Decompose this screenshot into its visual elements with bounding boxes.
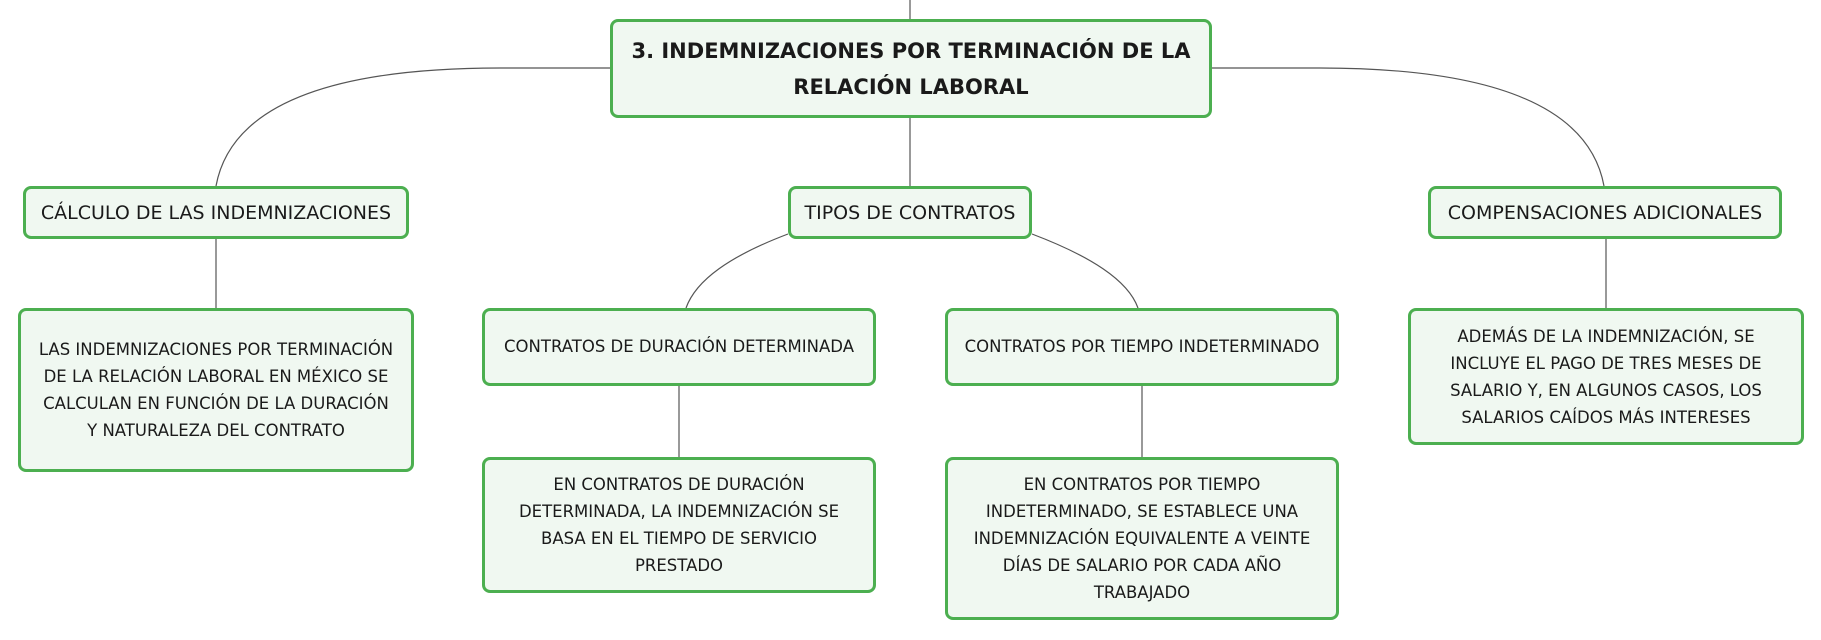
node-indeterminado-detail-text: EN CONTRATOS POR TIEMPO INDETERMINADO, S… bbox=[973, 475, 1311, 602]
node-compensaciones-detail-text: ADEMÁS DE LA INDEMNIZACIÓN, SE INCLUYE E… bbox=[1450, 326, 1762, 427]
node-determinada-label: CONTRATOS DE DURACIÓN DETERMINADA bbox=[504, 337, 854, 356]
node-indeterminado-detail[interactable]: EN CONTRATOS POR TIEMPO INDETERMINADO, S… bbox=[945, 457, 1339, 620]
node-indeterminado[interactable]: CONTRATOS POR TIEMPO INDETERMINADO bbox=[945, 308, 1339, 386]
node-compensaciones-label: COMPENSACIONES ADICIONALES bbox=[1447, 201, 1763, 224]
root-node[interactable]: 3. INDEMNIZACIONES POR TERMINACIÓN DE LA… bbox=[610, 19, 1212, 118]
node-indeterminado-label: CONTRATOS POR TIEMPO INDETERMINADO bbox=[964, 337, 1320, 356]
connector-root-to-compensaciones bbox=[1212, 67, 1605, 187]
node-calculo[interactable]: CÁLCULO DE LAS INDEMNIZACIONES bbox=[23, 186, 409, 239]
connector-root-to-calculo bbox=[215, 67, 610, 187]
node-tipos[interactable]: TIPOS DE CONTRATOS bbox=[788, 186, 1032, 239]
connector-tipos-to-determinada bbox=[685, 233, 789, 309]
node-determinada-detail-text: EN CONTRATOS DE DURACIÓN DETERMINADA, LA… bbox=[518, 475, 840, 575]
node-calculo-label: CÁLCULO DE LAS INDEMNIZACIONES bbox=[40, 201, 392, 224]
connector-tipos-to-indeterminado bbox=[1031, 233, 1139, 309]
node-calculo-detail[interactable]: LAS INDEMNIZACIONES POR TERMINACIÓN DE L… bbox=[18, 308, 414, 472]
node-compensaciones-detail[interactable]: ADEMÁS DE LA INDEMNIZACIÓN, SE INCLUYE E… bbox=[1408, 308, 1804, 445]
node-determinada[interactable]: CONTRATOS DE DURACIÓN DETERMINADA bbox=[482, 308, 876, 386]
root-title: 3. INDEMNIZACIONES POR TERMINACIÓN DE LA… bbox=[631, 38, 1191, 99]
node-tipos-label: TIPOS DE CONTRATOS bbox=[804, 201, 1016, 224]
node-calculo-detail-text: LAS INDEMNIZACIONES POR TERMINACIÓN DE L… bbox=[38, 340, 394, 440]
node-compensaciones[interactable]: COMPENSACIONES ADICIONALES bbox=[1428, 186, 1782, 239]
node-determinada-detail[interactable]: EN CONTRATOS DE DURACIÓN DETERMINADA, LA… bbox=[482, 457, 876, 593]
